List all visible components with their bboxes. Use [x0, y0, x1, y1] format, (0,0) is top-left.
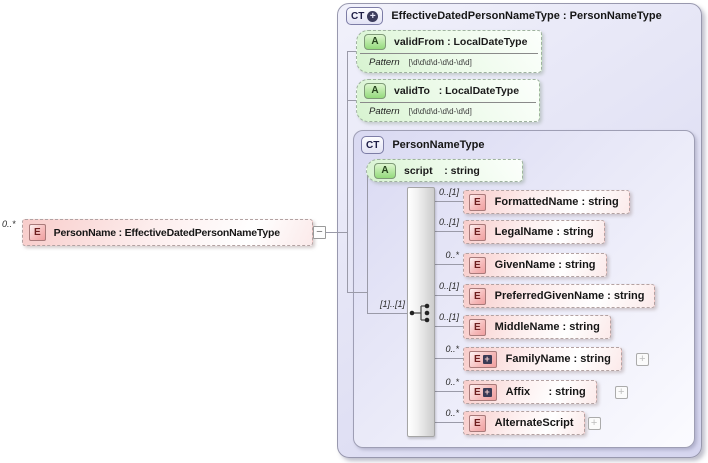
element-row-legalname: E LegalName : string	[463, 220, 605, 244]
element-personname[interactable]: E PersonName : EffectiveDatedPersonNameT…	[22, 219, 313, 246]
cardinality-label: 0..[1]	[438, 312, 459, 322]
connector-line	[367, 170, 368, 313]
cardinality-label: 0..*	[445, 344, 459, 354]
inner-type-title: PersonNameType	[392, 139, 485, 151]
pattern-facet: Pattern [\d\d\d\d-\d\d-\d\d]	[360, 53, 538, 68]
cardinality-label: 0..*	[445, 377, 459, 387]
expand-icon[interactable]: +	[587, 416, 601, 430]
element-legalname[interactable]: E LegalName : string	[463, 220, 605, 244]
element-row-middlename: E MiddleName : string	[463, 315, 611, 339]
plus-circle-icon: +	[367, 10, 379, 22]
complextype-icon[interactable]: CT +	[346, 7, 384, 25]
attribute-script[interactable]: A script : string	[366, 159, 523, 182]
attribute-icon: A	[374, 162, 396, 179]
connector-line	[435, 326, 463, 327]
element-familyname[interactable]: E + FamilyName : string	[463, 347, 622, 371]
cardinality-label: 0..*	[445, 408, 459, 418]
connector-line	[347, 51, 348, 293]
cardinality-label: 0..[1]	[438, 187, 459, 197]
attribute-validfrom[interactable]: A validFrom : LocalDateType Pattern [\d\…	[356, 30, 542, 73]
connector-line	[435, 201, 463, 202]
cardinality-label: 0..*	[2, 219, 16, 229]
connector-line	[310, 232, 347, 233]
element-affix[interactable]: E + Affix : string	[463, 380, 597, 404]
complextype-icon: CT	[361, 136, 385, 154]
element-icon: E	[469, 193, 486, 211]
connector-line	[435, 264, 463, 265]
connector-line	[435, 295, 463, 296]
cardinality-label: 0..[1]	[438, 217, 459, 227]
complextype-title: EffectiveDatedPersonNameType : PersonNam…	[391, 10, 662, 22]
attribute-validto[interactable]: A validTo : LocalDateType Pattern [\d\d\…	[356, 79, 540, 122]
connector-line	[435, 358, 463, 359]
attribute-label: validTo : LocalDateType	[394, 84, 520, 97]
expand-icon[interactable]: +	[635, 352, 649, 366]
element-icon: E	[469, 287, 486, 305]
element-middlename[interactable]: E MiddleName : string	[463, 315, 611, 339]
element-icon: E	[469, 318, 486, 336]
connector-line	[347, 100, 356, 101]
attribute-label: validFrom : LocalDateType	[394, 35, 528, 48]
cardinality-label: 0..*	[445, 250, 459, 260]
connector-line	[435, 391, 463, 392]
element-icon: E	[469, 256, 486, 274]
element-label: GivenName : string	[494, 259, 596, 271]
element-row-affix: E + Affix : string +	[463, 380, 628, 404]
element-label: PersonName : EffectiveDatedPersonNameTyp…	[53, 226, 280, 239]
element-row-familyname: E + FamilyName : string +	[463, 347, 649, 371]
element-icon: E	[29, 224, 46, 241]
attribute-icon: A	[364, 33, 386, 50]
element-label: Affix : string	[505, 386, 586, 398]
plus-icon: +	[482, 386, 492, 397]
element-row-alternatescript: E AlternateScript +	[463, 411, 601, 435]
expand-icon[interactable]: +	[614, 385, 628, 399]
attribute-icon: A	[364, 82, 386, 99]
plus-icon: +	[482, 353, 492, 364]
element-label: MiddleName : string	[494, 321, 600, 333]
element-alternatescript[interactable]: E AlternateScript	[463, 411, 585, 435]
element-label: FormattedName : string	[494, 196, 619, 208]
element-label: PreferredGivenName : string	[494, 290, 645, 302]
element-label: FamilyName : string	[505, 353, 611, 365]
element-label: LegalName : string	[494, 226, 594, 238]
connector-line	[367, 313, 412, 314]
connector-line	[435, 231, 463, 232]
element-icon: E +	[469, 383, 497, 401]
element-label: AlternateScript	[494, 417, 574, 429]
element-row-preferredgivenname: E PreferredGivenName : string	[463, 284, 656, 308]
connector-line	[435, 422, 463, 423]
sequence-icon[interactable]	[408, 303, 434, 323]
element-preferredgivenname[interactable]: E PreferredGivenName : string	[463, 284, 656, 308]
connector-line	[347, 51, 356, 52]
element-givenname[interactable]: E GivenName : string	[463, 253, 607, 277]
element-formattedname[interactable]: E FormattedName : string	[463, 190, 630, 214]
pattern-facet: Pattern [\d\d\d\d-\d\d-\d\d]	[360, 102, 536, 117]
cardinality-label: 0..[1]	[438, 281, 459, 291]
attribute-label: script : string	[404, 164, 480, 177]
element-icon: E +	[469, 350, 497, 368]
collapse-icon[interactable]: −	[313, 226, 326, 239]
element-row-formattedname: E FormattedName : string	[463, 190, 630, 214]
connector-line	[347, 292, 368, 293]
element-icon: E	[469, 223, 486, 241]
complextype-header: CT + EffectiveDatedPersonNameType : Pers…	[346, 7, 662, 25]
element-row-givenname: E GivenName : string	[463, 253, 607, 277]
sequence-cardinality-label: [1]..[1]	[379, 299, 405, 309]
element-icon: E	[469, 414, 486, 432]
inner-type-header: CT PersonNameType	[361, 136, 484, 154]
